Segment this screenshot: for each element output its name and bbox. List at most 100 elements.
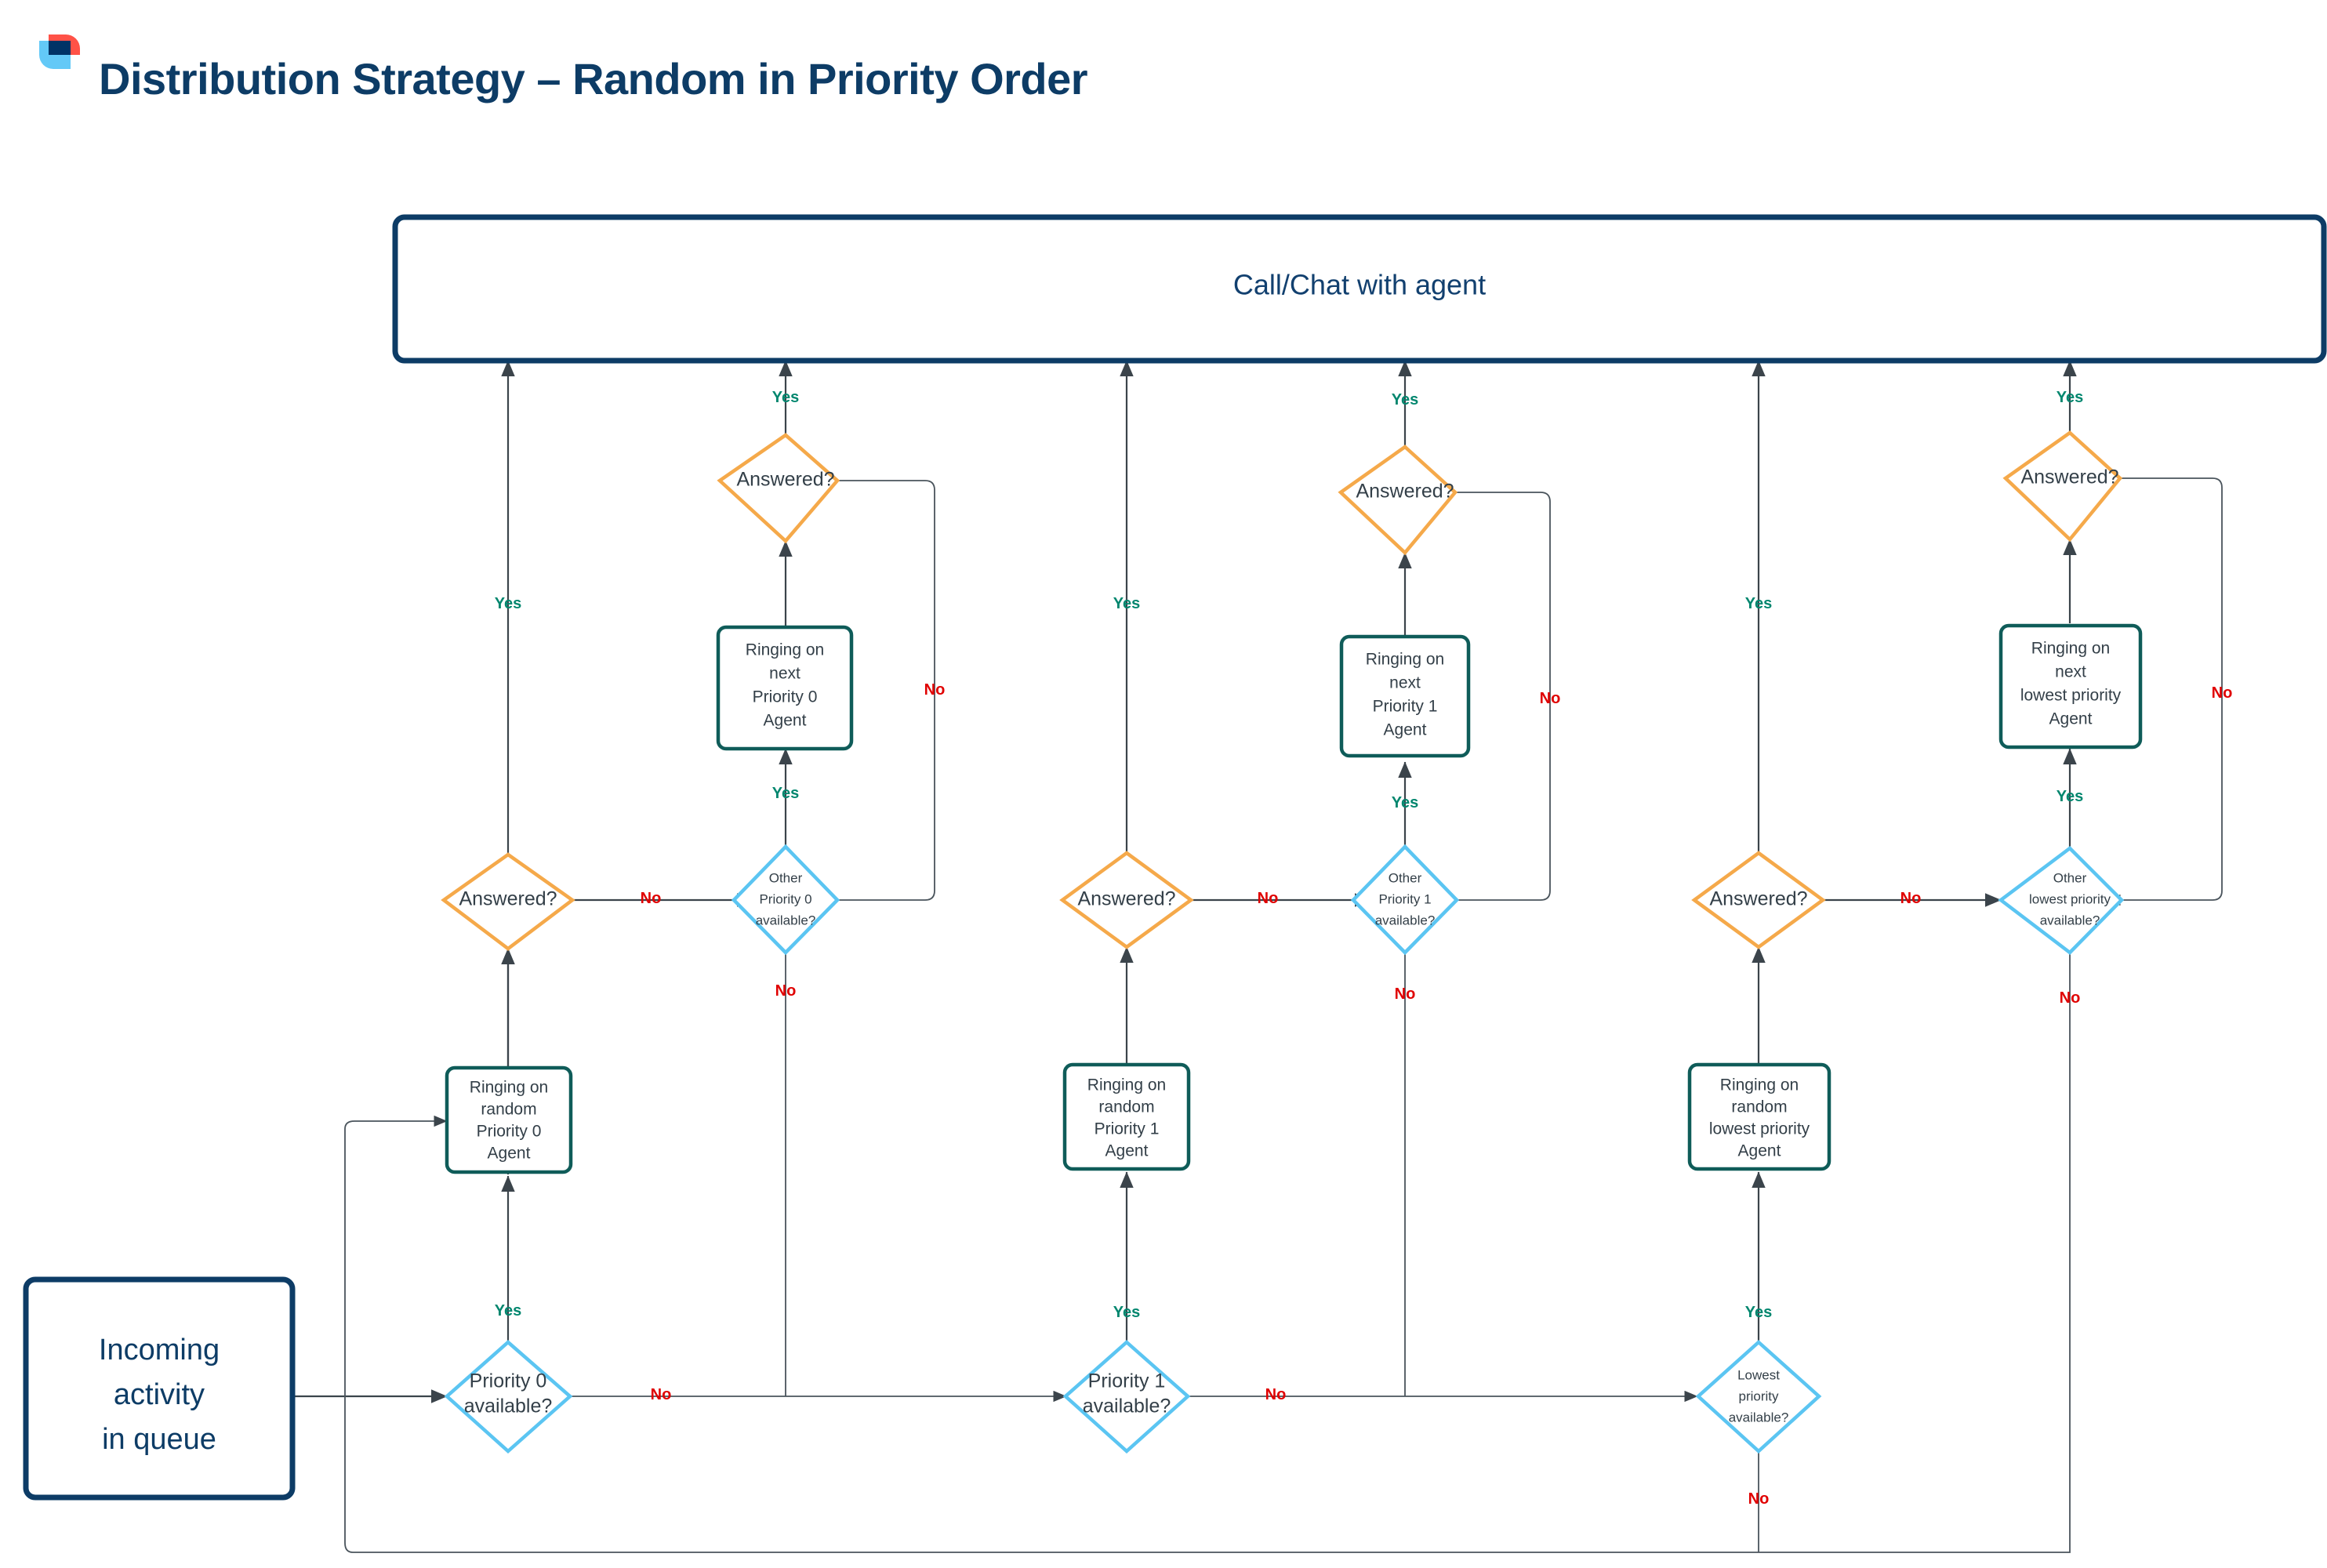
node-priority-1-available-line1: Priority 1 [1088, 1370, 1166, 1392]
edge-label-p0ans1-no: No [641, 890, 662, 907]
node-answered-p0-second-label: Answered? [736, 469, 834, 491]
edge-label-lpother-no: No [2060, 989, 2081, 1007]
node-ringing-next-priority-0[interactable]: Ringing on next Priority 0 Agent [716, 625, 854, 751]
node-other-lowest-priority-available-line2: lowest priority [2029, 891, 2111, 906]
node-ringing-random-priority-1-line4: Agent [1105, 1142, 1149, 1160]
node-priority-0-available[interactable]: Priority 0 available? [444, 1340, 573, 1454]
node-answered-p0-first[interactable]: Answered? [441, 852, 575, 951]
edge-label-p0avail-yes: Yes [495, 1302, 521, 1319]
node-lowest-priority-available-line3: available? [1729, 1410, 1789, 1425]
node-other-priority-0-available-line1: Other [769, 870, 803, 885]
node-incoming-activity-line1: Incoming [99, 1334, 220, 1367]
page-title: Distribution Strategy – Random in Priori… [99, 54, 1088, 103]
node-priority-0-available-line2: available? [464, 1396, 553, 1417]
node-answered-p1-second[interactable]: Answered? [1338, 445, 1458, 556]
edge-label-p1avail-no: No [1265, 1386, 1287, 1403]
edge-label-p0other-yes: Yes [772, 785, 799, 802]
node-ringing-random-priority-0-line4: Agent [488, 1145, 531, 1163]
edge-p1ans2-no [1440, 492, 1551, 906]
node-ringing-next-priority-1-line3: Priority 1 [1373, 698, 1438, 716]
edge-label-p1ans2-no: No [1540, 690, 1561, 707]
edge-label-p0other-no: No [775, 982, 797, 1000]
node-priority-1-available[interactable]: Priority 1 available? [1062, 1339, 1191, 1454]
node-other-lowest-priority-available-line1: Other [2053, 870, 2087, 885]
edge-p0ans2-no [821, 480, 935, 906]
edge-label-p1ans1-yes: Yes [1113, 595, 1140, 612]
node-ringing-next-priority-0-line3: Priority 0 [753, 688, 818, 706]
node-answered-lp-second[interactable]: Answered? [2002, 430, 2123, 543]
node-answered-lp-first-label: Answered? [1709, 888, 1807, 910]
node-ringing-random-priority-1-line1: Ringing on [1087, 1076, 1166, 1094]
node-priority-1-available-line2: available? [1083, 1396, 1171, 1417]
node-ringing-next-priority-1-line1: Ringing on [1366, 651, 1444, 669]
node-ringing-random-lowest-priority-line4: Agent [1738, 1142, 1781, 1160]
edge-label-p1avail-yes: Yes [1113, 1304, 1140, 1321]
node-call-chat-with-agent[interactable]: Call/Chat with agent [392, 214, 2327, 364]
node-other-priority-0-available-line2: Priority 0 [759, 891, 811, 906]
node-ringing-next-priority-1-line4: Agent [1384, 721, 1427, 739]
node-other-priority-0-available[interactable]: Other Priority 0 available? [731, 844, 840, 956]
node-answered-lp-first[interactable]: Answered? [1691, 851, 1826, 949]
node-ringing-next-priority-1[interactable]: Ringing on next Priority 1 Agent [1339, 634, 1471, 758]
node-ringing-random-lowest-priority-line3: lowest priority [1709, 1120, 1810, 1138]
node-answered-lp-second-label: Answered? [2020, 466, 2118, 488]
node-ringing-random-priority-1-line2: random [1098, 1098, 1154, 1116]
edge-label-p0ans2-yes: Yes [772, 389, 799, 406]
node-ringing-random-priority-1-line3: Priority 1 [1095, 1120, 1160, 1138]
node-lowest-priority-available-line1: Lowest [1737, 1367, 1780, 1382]
node-ringing-random-lowest-priority-line1: Ringing on [1720, 1076, 1799, 1094]
node-ringing-next-lowest-priority-line1: Ringing on [2031, 640, 2110, 658]
node-ringing-random-priority-0-line2: random [481, 1101, 536, 1119]
edge-label-lpans1-no: No [1900, 890, 1922, 907]
node-other-priority-1-available-line3: available? [1375, 913, 1436, 927]
edge-label-p1other-yes: Yes [1392, 794, 1418, 811]
node-other-priority-1-available[interactable]: Other Priority 1 available? [1350, 844, 1460, 956]
node-ringing-next-priority-1-line2: next [1389, 674, 1421, 692]
brand-logo [39, 34, 80, 69]
edge-label-p0ans1-yes: Yes [495, 595, 521, 612]
node-ringing-random-priority-0-line3: Priority 0 [477, 1123, 542, 1141]
edge-layer [292, 360, 2223, 1553]
edge-label-lpother-yes: Yes [2057, 788, 2083, 805]
edge-label-p0ans2-no: No [924, 681, 946, 699]
node-ringing-next-lowest-priority-line4: Agent [2049, 710, 2093, 728]
edge-label-lpans1-yes: Yes [1745, 595, 1772, 612]
node-answered-p1-first[interactable]: Answered? [1059, 851, 1194, 949]
edge-label-lpans2-yes: Yes [2057, 389, 2083, 406]
node-ringing-random-priority-1[interactable]: Ringing on random Priority 1 Agent [1062, 1062, 1191, 1171]
edge-label-p1ans1-no: No [1258, 890, 1279, 907]
edge-label-p0avail-no: No [651, 1386, 672, 1403]
edge-label-lpavail-yes: Yes [1745, 1304, 1772, 1321]
node-other-lowest-priority-available[interactable]: Other lowest priority available? [1998, 846, 2125, 955]
node-other-priority-1-available-line1: Other [1389, 870, 1422, 885]
node-answered-p1-first-label: Answered? [1077, 888, 1175, 910]
edge-label-p1ans2-yes: Yes [1392, 391, 1418, 408]
node-lowest-priority-available-line2: priority [1738, 1388, 1779, 1403]
node-ringing-next-lowest-priority[interactable]: Ringing on next lowest priority Agent [1998, 623, 2143, 750]
node-lowest-priority-available[interactable]: Lowest priority available? [1695, 1339, 1822, 1454]
node-ringing-random-lowest-priority-line2: random [1731, 1098, 1787, 1116]
node-other-priority-0-available-line3: available? [756, 913, 816, 927]
node-ringing-next-lowest-priority-line2: next [2055, 663, 2086, 681]
node-ringing-random-priority-0-line1: Ringing on [470, 1079, 548, 1097]
node-ringing-next-priority-0-line1: Ringing on [746, 641, 824, 659]
node-call-chat-with-agent-label: Call/Chat with agent [1233, 269, 1486, 301]
node-incoming-activity[interactable]: Incoming activity in queue [23, 1276, 296, 1501]
node-answered-p0-first-label: Answered? [459, 888, 557, 910]
edge-label-lpavail-no: No [1748, 1490, 1770, 1508]
node-incoming-activity-line3: in queue [102, 1423, 216, 1456]
page-header: Distribution Strategy – Random in Priori… [0, 0, 2327, 149]
node-ringing-next-lowest-priority-line3: lowest priority [2020, 687, 2122, 705]
edge-label-lpans2-no: No [2212, 684, 2233, 702]
edge-label-layer: Yes No Yes No Yes No Yes No Yes No Yes N… [495, 389, 2233, 1508]
node-answered-p0-second[interactable]: Answered? [717, 433, 840, 544]
edge-lpother-no-loopback [344, 953, 2071, 1553]
edge-label-p1other-no: No [1395, 985, 1416, 1003]
node-priority-0-available-line1: Priority 0 [470, 1370, 547, 1392]
node-ringing-next-priority-0-line2: next [769, 665, 800, 683]
edge-lpans2-no [2107, 477, 2223, 906]
node-ringing-next-priority-0-line4: Agent [764, 712, 807, 730]
node-ringing-random-priority-0[interactable]: Ringing on random Priority 0 Agent [445, 1065, 573, 1174]
node-ringing-random-lowest-priority[interactable]: Ringing on random lowest priority Agent [1687, 1062, 1831, 1171]
